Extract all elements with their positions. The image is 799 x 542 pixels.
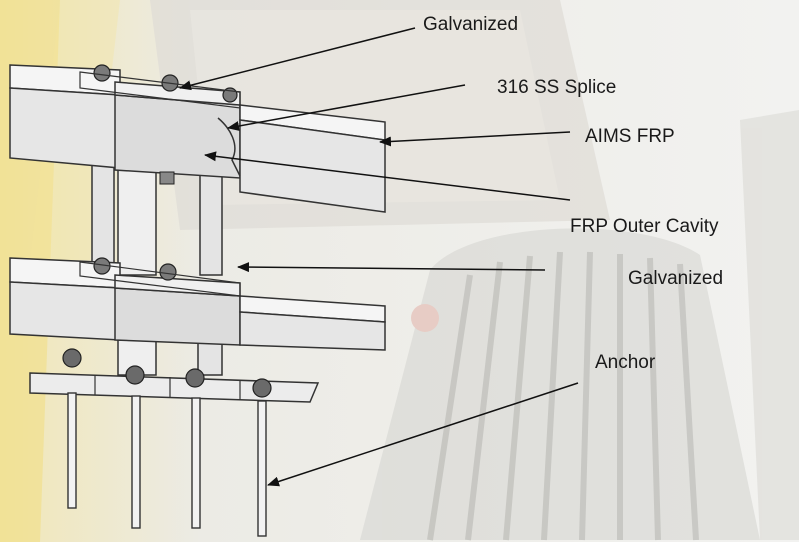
anchor-rods (67, 392, 267, 537)
label-galvanized-post: Galvanized (628, 268, 723, 289)
leader-galvanized-top (179, 27, 416, 91)
lower-rail (9, 257, 386, 351)
galvanized-posts (91, 159, 223, 376)
label-aims-frp: AIMS FRP (585, 126, 675, 147)
leader-anchor (267, 382, 579, 487)
label-galvanized-top: Galvanized (423, 14, 518, 35)
leader-lines (179, 27, 579, 487)
leader-galvanized-post (237, 262, 546, 273)
upper-rail (9, 64, 386, 213)
base-plate (29, 348, 320, 403)
leader-splice (227, 84, 466, 131)
label-splice: 316 SS Splice (497, 77, 616, 98)
truck-grille (360, 110, 799, 541)
label-outer-cavity: FRP Outer Cavity (570, 216, 719, 237)
label-anchor: Anchor (595, 352, 656, 373)
leader-aims-frp (379, 131, 571, 147)
leader-outer-cavity (204, 151, 571, 201)
